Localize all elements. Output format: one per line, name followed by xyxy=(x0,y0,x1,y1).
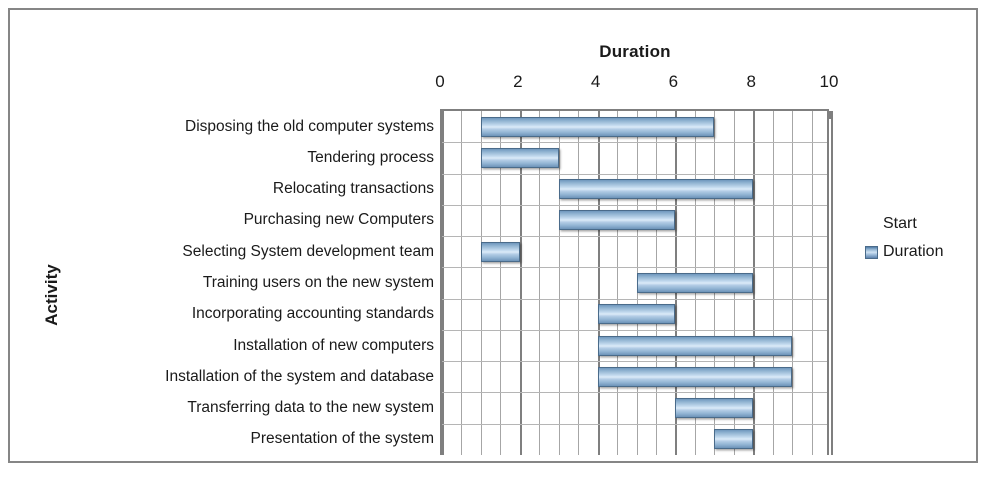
gantt-bar[interactable] xyxy=(714,429,754,450)
legend-label: Duration xyxy=(883,243,944,260)
category-separator xyxy=(442,361,827,363)
category-separator xyxy=(442,204,827,206)
bar-row xyxy=(442,330,827,361)
gridline-major xyxy=(597,111,600,455)
x-axis-tick-labels: 0 2 4 6 8 10 xyxy=(435,72,838,98)
category-label: Incorporating accounting standards xyxy=(191,305,434,323)
category-separator xyxy=(442,236,827,238)
legend-swatch-icon xyxy=(865,245,878,259)
gridline-minor xyxy=(578,111,580,455)
y-axis-title: Activity xyxy=(42,264,61,326)
gantt-bar[interactable] xyxy=(597,304,676,325)
category-label: Purchasing new Computers xyxy=(243,211,434,229)
gantt-bar[interactable] xyxy=(636,272,754,293)
gridline-minor xyxy=(772,111,774,455)
category-label: Training users on the new system xyxy=(202,274,434,291)
gantt-bar[interactable] xyxy=(675,398,754,419)
gantt-bar[interactable] xyxy=(480,116,715,137)
gridline-minor xyxy=(500,111,502,455)
category-label: Presentation of the system xyxy=(250,430,434,448)
gridline-minor xyxy=(811,111,813,455)
category-separator xyxy=(442,392,827,394)
category-label: Tendering process xyxy=(307,148,434,166)
x-tick-label: 4 xyxy=(590,72,601,91)
gridline-minor xyxy=(617,111,619,455)
gridline-major xyxy=(519,111,522,455)
legend-label: Start xyxy=(883,215,917,232)
x-tick-label: 8 xyxy=(746,72,756,91)
bar-row xyxy=(442,174,827,205)
category-label: Installation of new computers xyxy=(233,336,434,354)
bar-row xyxy=(442,392,827,423)
category-label: Selecting System development team xyxy=(182,242,434,260)
category-separator xyxy=(442,329,827,331)
gridline-minor xyxy=(461,111,463,455)
x-tick-label: 2 xyxy=(513,72,523,91)
category-label: Installation of the system and database xyxy=(165,367,434,385)
gantt-bar[interactable] xyxy=(480,241,520,262)
gridline-major xyxy=(831,111,833,455)
x-tick-label: 0 xyxy=(435,72,445,91)
gridline-minor xyxy=(558,111,560,455)
chart-frame: Duration Activity 0 2 4 6 8 10 Disposing the … xyxy=(8,8,978,463)
bar-row xyxy=(442,299,827,330)
bar-row xyxy=(442,361,827,392)
bar-row xyxy=(442,424,827,455)
gantt-bar[interactable] xyxy=(558,210,676,231)
bar-row xyxy=(442,267,827,298)
x-axis-title: Duration xyxy=(599,42,671,61)
category-separator xyxy=(442,173,827,175)
category-label: Disposing the old computer systems xyxy=(185,117,434,135)
category-label: Transferring data to the new system xyxy=(187,399,434,417)
bar-row xyxy=(442,142,827,173)
x-tick-label: 6 xyxy=(668,72,679,91)
bar-row xyxy=(442,205,827,236)
gantt-bar[interactable] xyxy=(597,335,793,356)
gantt-bar[interactable] xyxy=(558,179,754,200)
legend-entry[interactable]: Start xyxy=(865,210,977,238)
gridline-minor xyxy=(539,111,541,455)
plot-area xyxy=(440,111,833,455)
legend-entry[interactable]: Duration xyxy=(865,238,977,266)
category-separator xyxy=(442,298,827,300)
category-separator xyxy=(442,267,827,269)
gridline-minor xyxy=(792,111,794,455)
category-separator xyxy=(442,142,827,144)
x-axis-major-tick xyxy=(829,111,831,119)
gridline-minor xyxy=(480,111,482,455)
gantt-bar[interactable] xyxy=(480,147,559,168)
bar-row xyxy=(442,236,827,267)
category-label: Relocating transactions xyxy=(272,180,434,198)
gridline-major xyxy=(442,111,444,455)
x-tick-label: 10 xyxy=(819,72,839,91)
bar-row xyxy=(442,111,827,142)
gantt-bar[interactable] xyxy=(597,366,793,387)
category-separator xyxy=(442,423,827,425)
gridline-major xyxy=(753,111,756,455)
